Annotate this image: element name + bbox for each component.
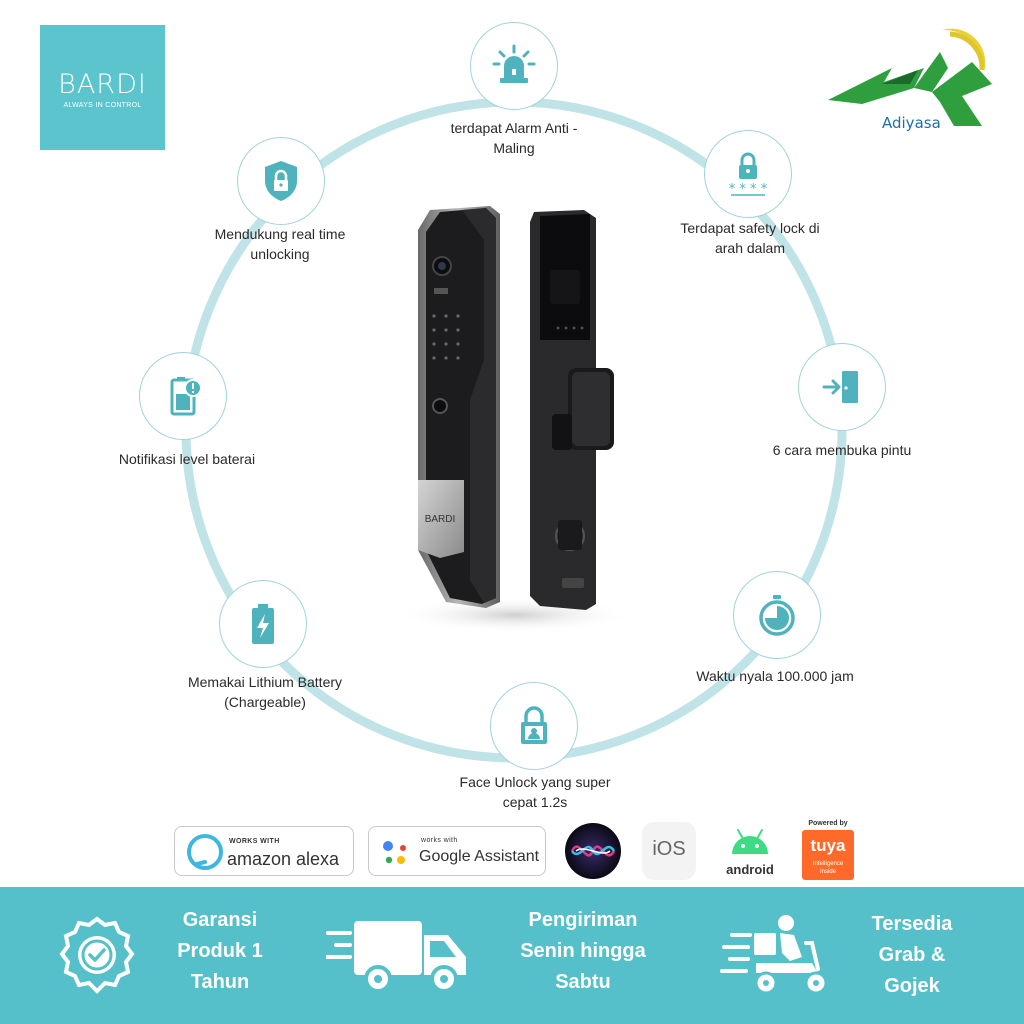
feature-stopwatch (733, 571, 821, 659)
feature-battery-notif (139, 352, 227, 440)
lock-plate-label: BARDI (425, 514, 456, 525)
feature-battery-text: Memakai Lithium Battery(Chargeable) (187, 674, 343, 710)
android-label: android (726, 862, 774, 877)
google-label: Google Assistant (419, 848, 540, 865)
stopwatch-icon (759, 595, 795, 636)
feature-safety-lock: * * * * (704, 130, 792, 218)
google-small-label: works with (421, 837, 458, 844)
courier-scooter-icon (720, 915, 828, 995)
alexa-label: amazon alexa (227, 849, 340, 869)
compatibility-row: WORKS WITH amazon alexa works with Googl… (0, 818, 1024, 888)
keypad-lock-icon: * * * * (729, 152, 768, 197)
bardi-logo: BARDI ALWAYS IN CONTROL (40, 25, 165, 150)
tuya-sub-label: Intelligence Inside (812, 861, 844, 875)
feature-battery (219, 580, 307, 668)
feature-battery-notif-text: Notifikasi level baterai (118, 451, 256, 467)
seller-logo: Adiyasa (822, 22, 997, 137)
alexa-badge: WORKS WITH amazon alexa (174, 826, 354, 876)
siri-icon (565, 823, 621, 879)
tuya-logo: tuya Intelligence Inside (802, 830, 854, 880)
feature-face-unlock (490, 682, 578, 770)
alexa-icon (187, 834, 223, 870)
feature-alarm (470, 22, 558, 110)
feature-alarm-text: terdapat Alarm Anti -Maling (450, 120, 578, 156)
android-icon (732, 829, 768, 854)
delivery-truck-icon (326, 921, 466, 993)
feature-realtime (237, 137, 325, 225)
shield-lock-icon (265, 161, 297, 201)
google-assistant-badge: works with Google Assistant (368, 826, 546, 876)
face-lock-icon (521, 706, 547, 744)
warranty-badge-icon (59, 916, 135, 994)
feature-door-text: 6 cara membuka pintu (772, 442, 912, 458)
seller-name: Adiyasa (882, 114, 941, 132)
tuya-badge: Powered by tuya Intelligence Inside (800, 820, 856, 882)
ios-label: iOS (652, 838, 686, 860)
ios-badge: iOS (642, 822, 696, 880)
brand-tagline: ALWAYS IN CONTROL (63, 102, 142, 109)
feature-stopwatch-text: Waktu nyala 100.000 jam (696, 668, 854, 684)
smart-lock-image: BARDI (400, 206, 630, 633)
feature-door (798, 343, 886, 431)
siri-badge (564, 822, 622, 880)
door-enter-icon (822, 371, 858, 403)
svg-text:* * * *: * * * * (729, 182, 768, 197)
battery-alert-icon (170, 377, 202, 416)
battery-icon (252, 604, 274, 644)
android-badge: android (714, 820, 786, 884)
tuya-label: tuya (810, 836, 846, 855)
alarm-icon (492, 44, 536, 83)
alexa-small-label: WORKS WITH (229, 838, 280, 845)
google-assistant-icon (383, 841, 406, 864)
brand-name: BARDI (58, 69, 147, 100)
ak-mark-icon (828, 28, 992, 126)
tuya-small-label: Powered by (808, 820, 848, 827)
